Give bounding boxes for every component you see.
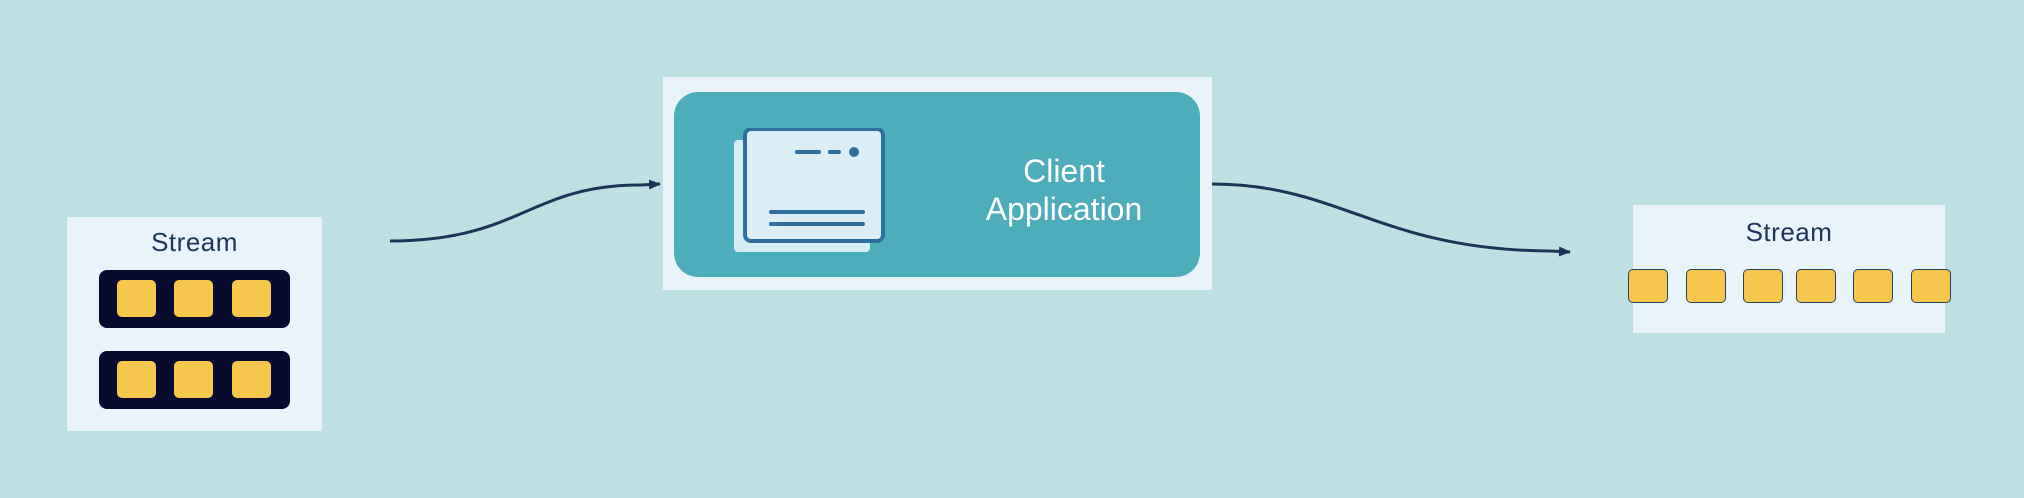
client-application-box: Client Application	[674, 92, 1200, 277]
record-block	[1743, 269, 1783, 303]
record-block	[117, 280, 156, 317]
app-window-icon	[734, 128, 885, 252]
record-block	[174, 361, 213, 398]
stream-partition	[99, 351, 290, 409]
client-application-label: Client Application	[964, 152, 1164, 228]
output-stream-title: Stream	[1745, 217, 1833, 247]
source-stream-title: Stream	[151, 227, 238, 257]
stream-partition	[99, 270, 290, 328]
source-stream-panel: Stream	[67, 217, 322, 431]
arrow-stream-to-client	[389, 179, 661, 243]
record-block	[1796, 269, 1836, 303]
record-block	[232, 280, 271, 317]
record-block	[1686, 269, 1726, 303]
client-label-line2: Application	[985, 191, 1143, 227]
record-block	[232, 361, 271, 398]
output-stream-panel: Stream	[1628, 205, 1951, 333]
client-application-frame: Client Application	[663, 77, 1212, 290]
record-block	[174, 280, 213, 317]
record-block	[1911, 269, 1951, 303]
arrow-client-to-stream	[1211, 182, 1571, 257]
record-block	[117, 361, 156, 398]
record-block	[1853, 269, 1893, 303]
record-block	[1628, 269, 1668, 303]
client-label-line1: Client	[1023, 153, 1105, 189]
